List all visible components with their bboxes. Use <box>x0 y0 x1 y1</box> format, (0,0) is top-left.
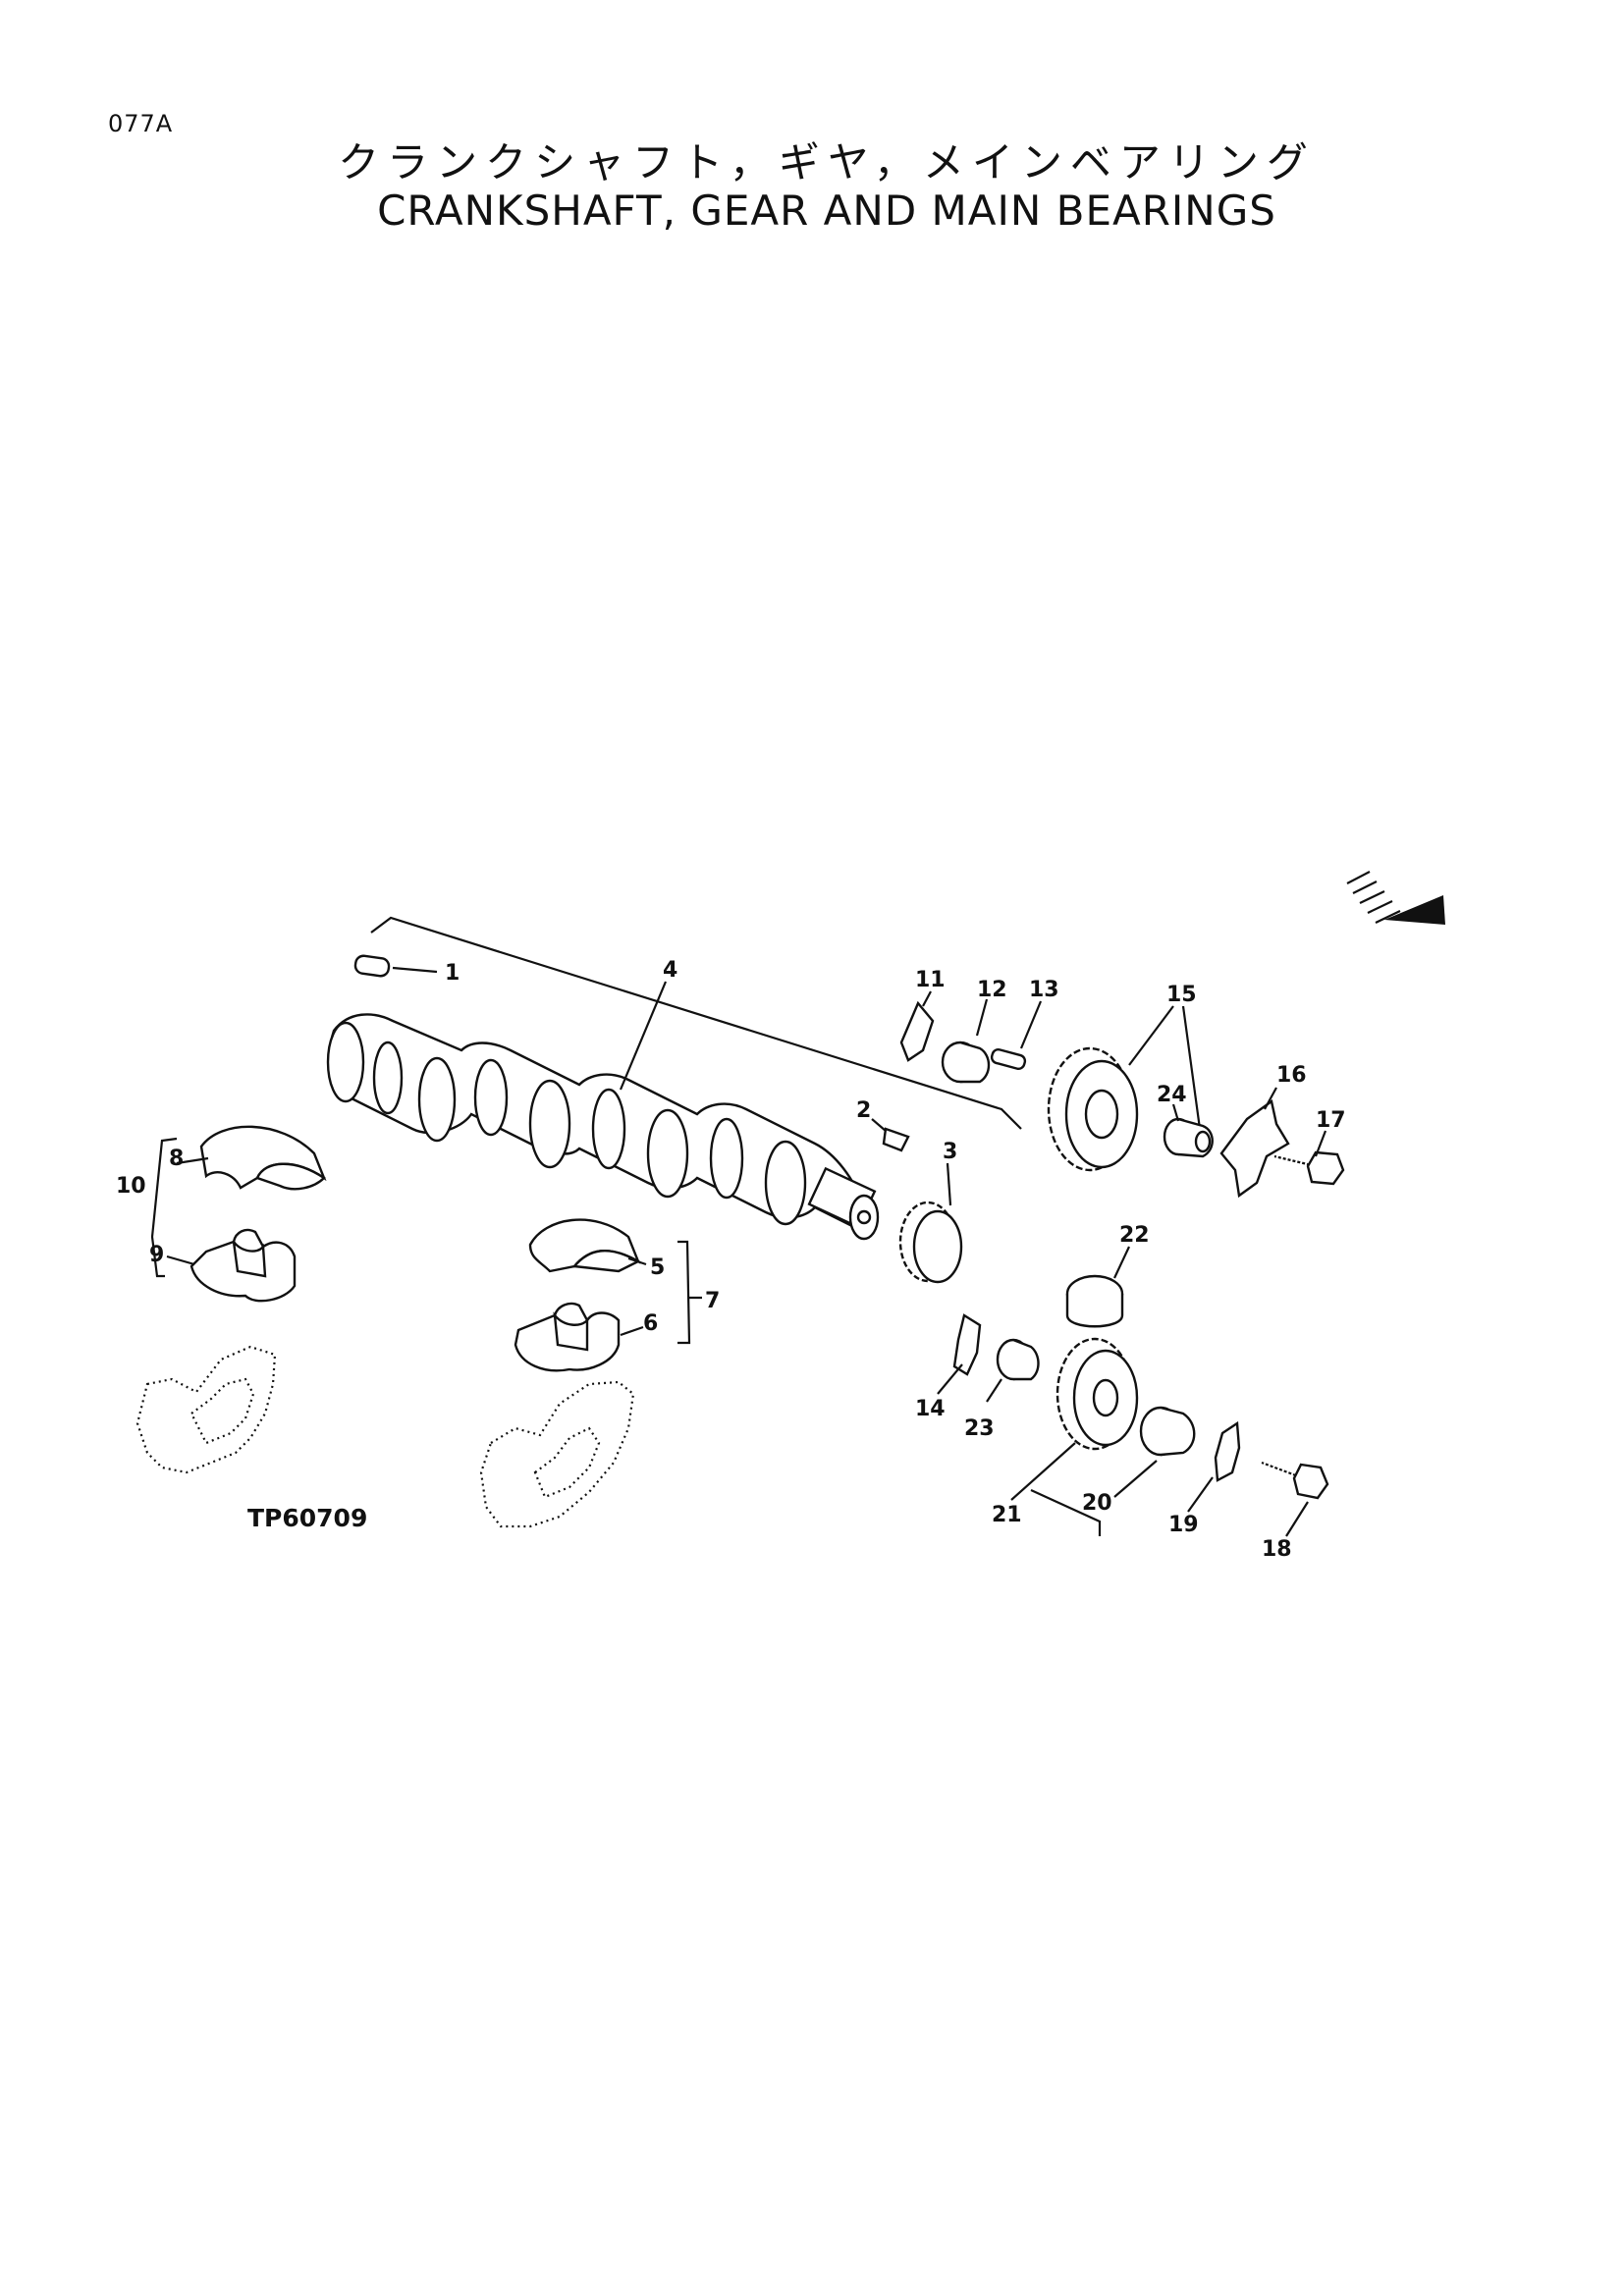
crankshaft-group-bracket <box>370 916 1022 1130</box>
callout-7: 7 <box>705 1289 720 1313</box>
bushing-22 <box>1065 1246 1130 1328</box>
bushing-23 <box>986 1338 1040 1403</box>
main-bearing-bracket <box>150 1137 178 1278</box>
callout-18: 18 <box>1262 1537 1292 1562</box>
callout-5: 5 <box>650 1255 665 1280</box>
idler-gear-upper <box>1047 1005 1202 1172</box>
callout-6: 6 <box>643 1311 658 1336</box>
dowel-pin <box>353 954 438 978</box>
callout-20: 20 <box>1082 1491 1112 1516</box>
crankshaft <box>326 981 880 1241</box>
page-code: 077A <box>108 110 174 137</box>
thrust-bearing-lower <box>514 1302 644 1372</box>
callout-14: 14 <box>915 1397 946 1421</box>
thrust-bearing-bracket <box>677 1240 702 1345</box>
idler-bushing <box>941 998 991 1084</box>
callout-17: 17 <box>1316 1108 1346 1133</box>
callout-8: 8 <box>169 1147 184 1171</box>
title-japanese: クランクシャフト，ギヤ，メインベアリング <box>338 138 1316 187</box>
phantom-block-center-inner <box>533 1426 601 1499</box>
phantom-block-left <box>135 1345 277 1474</box>
callout-22: 22 <box>1119 1223 1150 1248</box>
callout-21: 21 <box>992 1503 1022 1527</box>
retainer-plate-upper <box>1219 1087 1290 1199</box>
callout-13: 13 <box>1029 978 1059 1002</box>
main-bearing-upper <box>176 1125 327 1191</box>
phantom-block-center <box>479 1380 635 1528</box>
retainer-plate-lower <box>1187 1420 1241 1513</box>
callout-24: 24 <box>1157 1083 1187 1107</box>
callout-2: 2 <box>856 1098 871 1123</box>
bushing-24 <box>1163 1103 1214 1158</box>
phantom-block-left-inner <box>189 1377 255 1445</box>
idler-bolt-lower <box>1261 1461 1329 1537</box>
callout-15: 15 <box>1166 983 1197 1007</box>
callout-16: 16 <box>1276 1063 1307 1088</box>
thrust-plate <box>899 990 935 1062</box>
callout-23: 23 <box>964 1416 995 1441</box>
callout-10: 10 <box>116 1174 146 1199</box>
figure-code: TP60709 <box>247 1504 368 1532</box>
main-bearing-lower <box>166 1228 297 1303</box>
thrust-plate-lower <box>937 1313 982 1395</box>
idler-bolt-upper <box>1273 1130 1345 1186</box>
idler-gear-lower <box>1056 1337 1139 1451</box>
front-direction-arrow-icon <box>1346 871 1445 925</box>
crankshaft-gear <box>898 1162 963 1284</box>
callout-4: 4 <box>663 958 677 983</box>
woodruff-key <box>871 1118 910 1152</box>
thrust-bearing-upper <box>528 1218 647 1273</box>
idler-gear-lower-bracket <box>1010 1442 1102 1536</box>
title-english: CRANKSHAFT, GEAR AND MAIN BEARINGS <box>377 187 1276 235</box>
callout-9: 9 <box>149 1243 164 1267</box>
callout-11: 11 <box>915 968 946 992</box>
callout-3: 3 <box>943 1140 957 1164</box>
callout-12: 12 <box>977 978 1007 1002</box>
callout-19: 19 <box>1168 1513 1199 1537</box>
bushing-20 <box>1113 1406 1196 1498</box>
spring-pin <box>990 1000 1043 1071</box>
callout-1: 1 <box>445 961 460 986</box>
